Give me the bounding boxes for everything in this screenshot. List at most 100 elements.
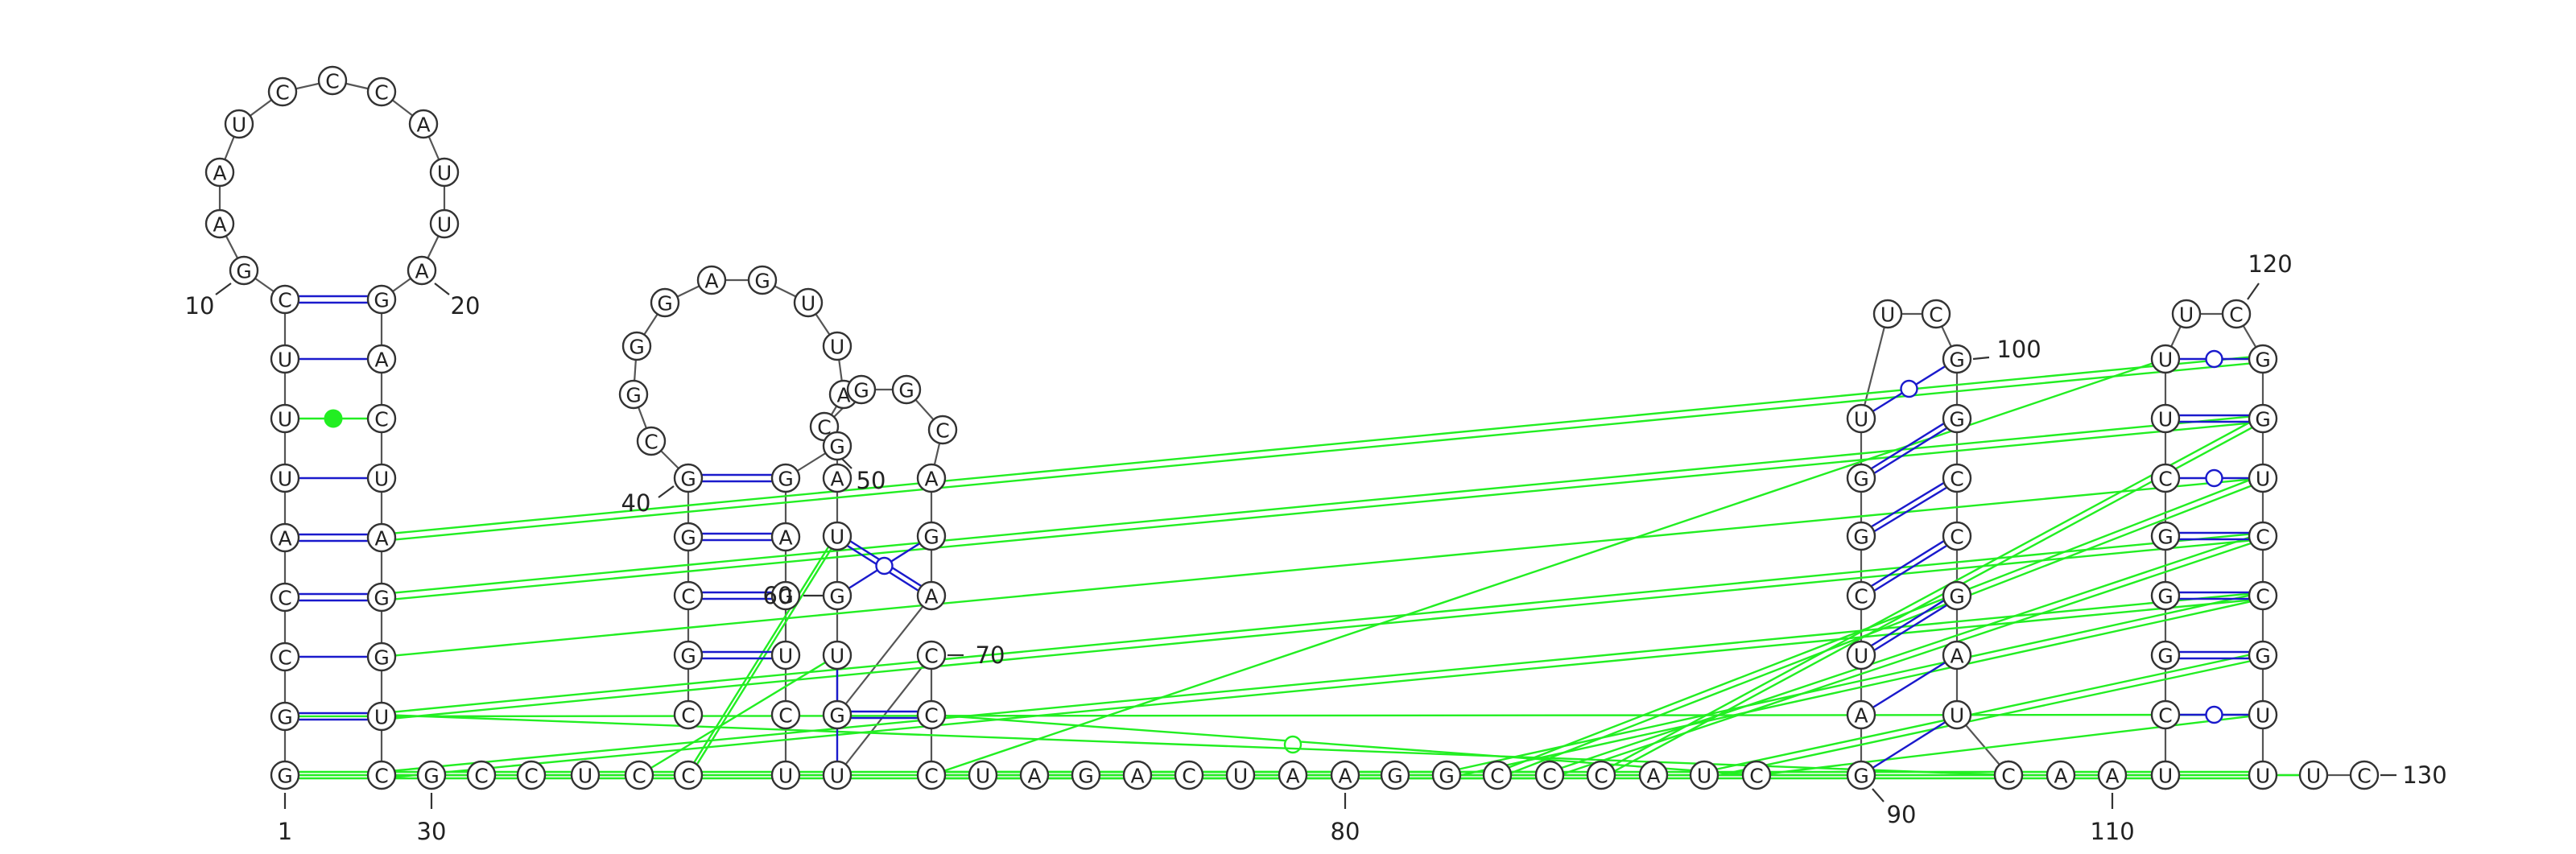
nucleotide-circle [1225,760,1256,790]
nucleotide-letter: U [2256,765,2270,788]
nucleotide-circle [822,640,852,670]
nucleotide-15: C [317,65,348,96]
nucleotide-125: C [2248,580,2278,611]
nucleotide-97: U [1872,299,1903,329]
nucleotide-90: G [1846,760,1876,790]
nucleotide-29: C [366,760,397,790]
nucleotide-circle [366,582,397,613]
tick-marks-layer [215,283,2396,809]
position-label-30: 30 [417,818,447,845]
nucleotide-17: A [408,109,439,139]
nucleotide-letter: C [1749,765,1763,788]
nucleotide-75: A [1019,760,1050,790]
nucleotide-letter: G [853,379,869,402]
nucleotide-circle [770,580,801,611]
nucleotide-31: C [466,760,497,790]
nucleotide-letter: G [277,706,292,729]
nucleotide-letter: A [2054,765,2067,788]
nucleotide-letter: U [1854,645,1868,668]
nucleotide-letter: A [1646,765,1660,788]
nucleotide-38: G [673,640,704,670]
nucleotide-115: G [2150,521,2181,551]
nucleotide-60: G [822,580,852,611]
nucleotide-circle [570,760,601,790]
nucleotide-circle [770,760,801,790]
nucleotide-35: C [673,760,704,790]
nucleotide-letter: U [976,765,990,788]
nucleotide-letter: G [923,526,939,549]
nucleotide-47: G [747,265,778,295]
nucleotide-circle [1846,640,1876,670]
tertiary-interaction-line [1496,473,2264,774]
nucleotide-104: A [1942,640,1972,670]
nucleotide-34: C [624,760,654,790]
wobble-pair-symbol [1900,379,1918,398]
nucleotide-letter: G [1949,349,1964,372]
tertiary-interaction-line [1549,531,2264,774]
nucleotide-letter: C [935,419,949,443]
nucleotide-letter: U [778,765,793,788]
nucleotide-letter: C [524,765,538,788]
nucleotide-78: C [1174,760,1204,790]
position-tick-20 [434,283,450,295]
nucleotide-circle [621,331,652,361]
noncanonical-pair-symbol [324,409,343,428]
nucleotide-4: C [270,582,300,613]
nucleotide-69: U [770,760,801,790]
nucleotide-42: C [636,426,667,456]
nucleotide-9: C [270,284,300,315]
nucleotide-111: U [2150,760,2181,790]
nucleotide-130: C [2349,760,2380,790]
base-pair-line [1860,480,1958,541]
nucleotide-circle [618,379,649,410]
nucleotide-3: C [270,642,300,672]
nucleotide-circle [2150,760,2181,790]
nucleotide-letter: U [374,468,389,491]
nucleotide-letter: G [2157,645,2173,668]
nucleotide-circle [793,287,824,318]
nucleotide-85: C [1534,760,1565,790]
nucleotide-100: G [1942,403,1972,434]
base-pair-line [1860,591,1958,654]
tertiary-interaction-line [931,713,1757,777]
nucleotide-letter: A [1027,765,1041,788]
nucleotide-letter: G [1439,765,1454,788]
nucleotide-circle [366,344,397,374]
nucleotide-94: G [1846,521,1876,551]
nucleotide-circle [2298,760,2329,790]
nucleotide-circle [317,65,348,96]
nucleotide-letter: G [657,292,672,316]
nucleotide-circle [204,157,235,188]
nucleotide-circle [516,760,547,790]
nucleotide-letter: C [2229,303,2243,327]
nucleotide-letter: A [213,213,226,237]
wobble-pair-symbol [875,556,894,576]
nucleotide-49: U [822,331,852,361]
nucleotide-letter: A [1130,765,1144,788]
nucleotide-circle [747,265,778,295]
nucleotide-25: A [366,522,397,553]
nucleotide-circle [2150,521,2181,551]
nucleotide-26: G [366,582,397,613]
base-pair-line [1860,713,1958,777]
nucleotide-101: C [1942,463,1972,493]
nucleotide-30: G [416,760,447,790]
nucleotide-letter: U [830,645,844,668]
nucleotide-circle [1846,760,1876,790]
nucleotide-circle [2150,699,2181,730]
nucleotide-circle [1942,699,1972,730]
wobble-pair-symbol [2205,705,2223,724]
nucleotide-103: G [1942,580,1972,611]
nucleotide-120: C [2221,299,2252,329]
nucleotide-circle [366,522,397,553]
nucleotide-circle [1482,760,1513,790]
nucleotide-circle [429,157,460,188]
nucleotide-circle [2248,699,2278,730]
nucleotide-circle [408,109,439,139]
nucleotide-letter: C [632,765,646,788]
nucleotide-letter: C [2357,765,2371,788]
nucleotide-letter: G [1949,408,1964,431]
position-label-130: 130 [2402,761,2446,789]
nucleotide-letter: C [2256,585,2269,609]
nucleotide-circle [916,699,947,730]
